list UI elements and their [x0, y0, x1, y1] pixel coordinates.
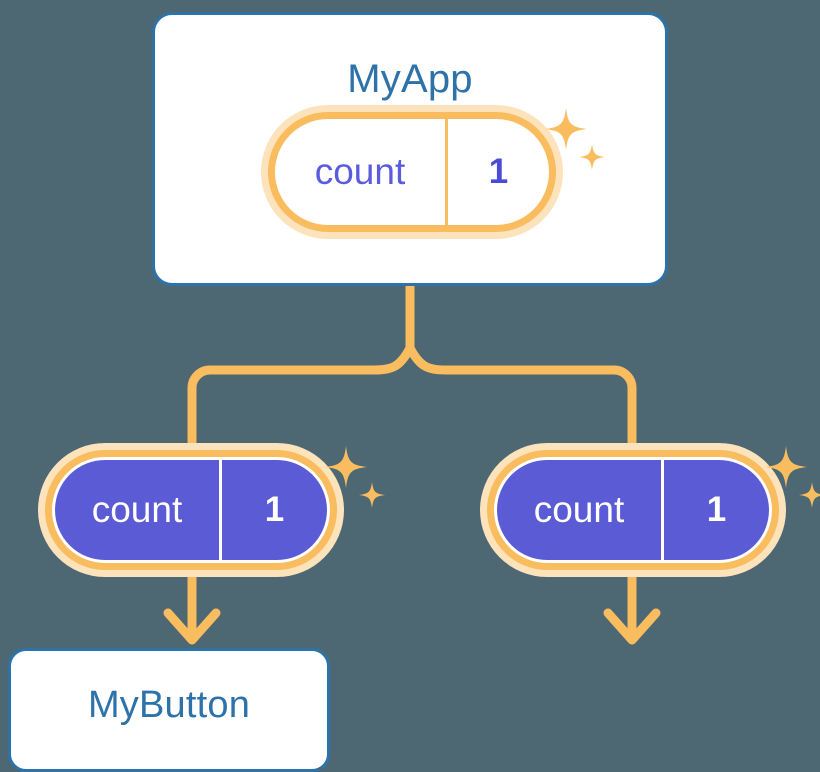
state-pill-myapp[interactable]: count 1 — [268, 112, 556, 232]
state-pill-child-left[interactable]: count 1 — [45, 450, 337, 570]
connector-split-left — [187, 345, 414, 452]
state-key-label: count — [55, 460, 222, 560]
state-pill-child-right[interactable]: count 1 — [487, 450, 779, 570]
component-card-mybutton-left[interactable]: MyButton — [8, 648, 330, 772]
state-key-label: count — [497, 460, 664, 560]
sparkle-icon — [542, 104, 608, 176]
sparkle-icon — [322, 442, 388, 514]
arrow-down-right-head — [603, 608, 661, 645]
state-value-label: 1 — [264, 490, 285, 529]
state-value-label: 1 — [488, 152, 509, 191]
sparkle-icon — [762, 442, 820, 514]
state-pill-body: count 1 — [52, 457, 330, 563]
state-pill-body: count 1 — [494, 457, 772, 563]
arrow-down-left-head — [163, 608, 221, 645]
state-value-label: 1 — [706, 490, 727, 529]
component-title-mybutton: MyButton — [87, 684, 251, 726]
state-key-label: count — [275, 119, 448, 225]
component-title-myapp: MyApp — [347, 57, 473, 101]
connector-split-right — [406, 345, 637, 452]
